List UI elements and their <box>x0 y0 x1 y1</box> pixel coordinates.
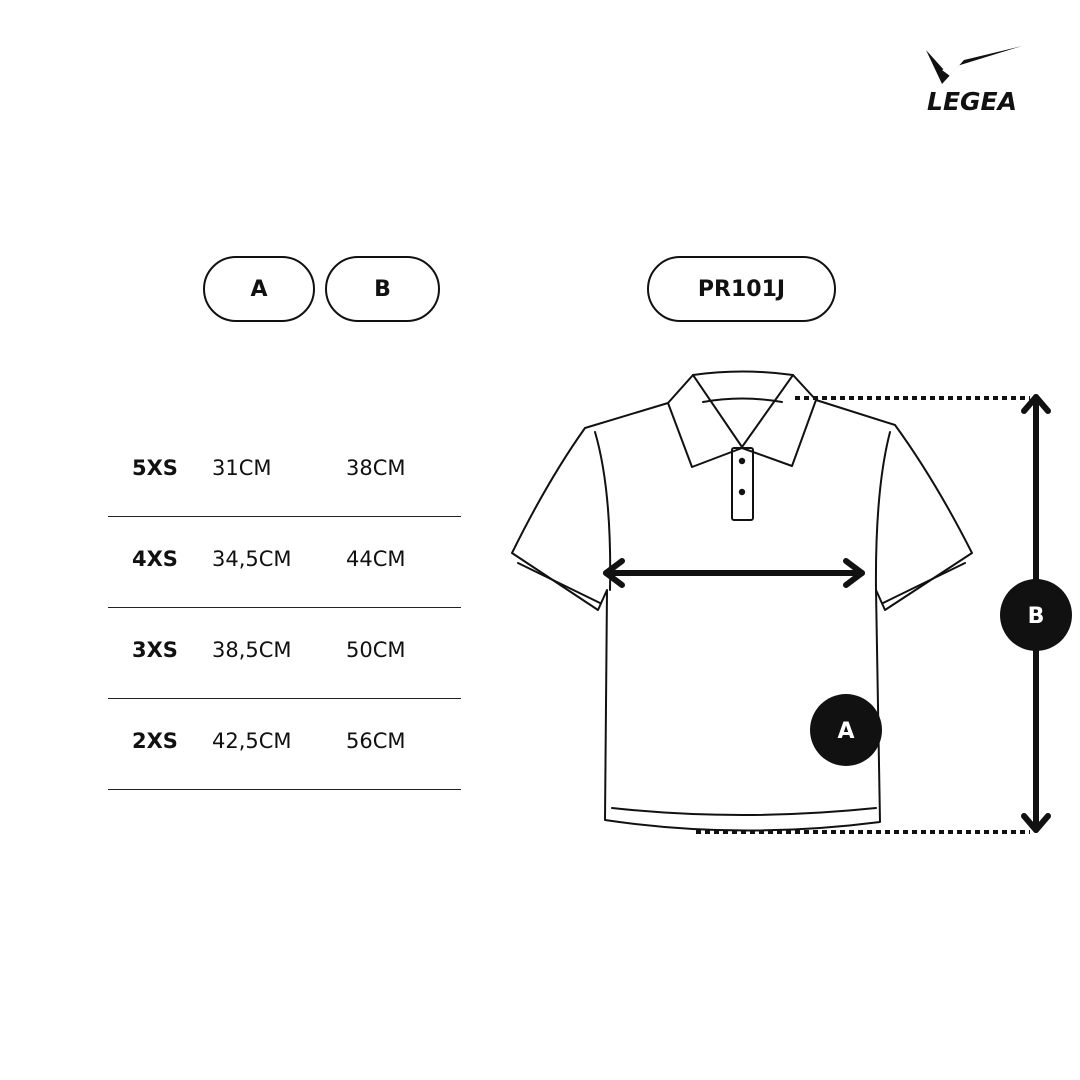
measure-b: 50CM <box>346 638 406 662</box>
table-row: 3XS 38,5CM 50CM <box>108 608 461 699</box>
badge-a-label: A <box>837 719 854 744</box>
badge-b <box>1000 579 1072 651</box>
size-label: 2XS <box>132 729 178 753</box>
size-label: 4XS <box>132 547 178 571</box>
size-label: 3XS <box>132 638 178 662</box>
button-icon <box>738 488 746 496</box>
legea-chevron-icon <box>926 46 1022 84</box>
column-header-b: B <box>325 256 440 322</box>
brand-name: LEGEA <box>927 87 1017 116</box>
measure-a: 31CM <box>212 456 272 480</box>
measure-b: 38CM <box>346 456 406 480</box>
legea-logo: LEGEA <box>912 40 1032 120</box>
shirt-outline <box>511 399 973 832</box>
table-row: 5XS 31CM 38CM <box>108 426 461 517</box>
column-header-a: A <box>203 256 315 322</box>
measure-b: 44CM <box>346 547 406 571</box>
collar <box>667 370 817 468</box>
table-row: 4XS 34,5CM 44CM <box>108 517 461 608</box>
placket <box>731 447 754 521</box>
button-icon <box>738 457 746 465</box>
measure-a: 38,5CM <box>212 638 292 662</box>
size-table: 5XS 31CM 38CM 4XS 34,5CM 44CM 3XS 38,5CM… <box>108 426 461 790</box>
badge-a <box>810 694 882 766</box>
size-label: 5XS <box>132 456 178 480</box>
product-code: PR101J <box>647 256 836 322</box>
measure-a-arrow <box>603 558 865 588</box>
measure-b: 56CM <box>346 729 406 753</box>
measure-a: 34,5CM <box>212 547 292 571</box>
badge-b-label: B <box>1028 604 1045 629</box>
measure-a: 42,5CM <box>212 729 292 753</box>
table-row: 2XS 42,5CM 56CM <box>108 699 461 790</box>
